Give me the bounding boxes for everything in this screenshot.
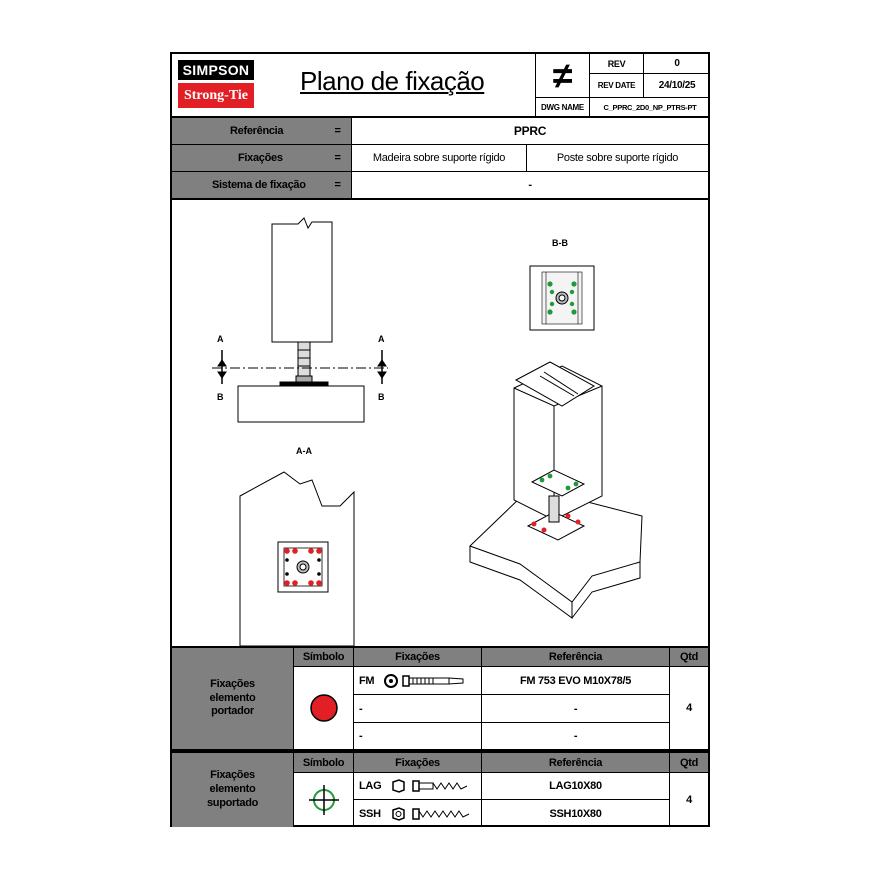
qtd-header: Qtd xyxy=(670,646,708,667)
referencia-header: Referência xyxy=(482,646,670,667)
rev-date-label: REV DATE xyxy=(590,74,644,98)
fixacao-row: LAG xyxy=(354,773,482,800)
section-marker-b-right: B xyxy=(378,392,385,402)
fixacao-code: FM xyxy=(359,674,375,687)
dwg-name-label: DWG NAME xyxy=(535,98,590,116)
brand-line2: Strong-Tie xyxy=(178,83,254,108)
qtd-value: 4 xyxy=(686,794,692,806)
fixacoes-value-1: Madeira sobre suporte rígido xyxy=(352,145,527,172)
portador-symbol-cell xyxy=(294,667,354,751)
section-marker-a-left: A xyxy=(217,334,224,344)
red-circle-icon xyxy=(309,694,338,722)
fixacao-row: - xyxy=(354,695,482,723)
suportado-group-label: Fixações elemento suportado xyxy=(172,751,294,827)
fixacoes-label: Fixações xyxy=(172,145,324,172)
view-label-aa: A-A xyxy=(296,446,312,456)
simbolo-header: Símbolo xyxy=(294,646,354,667)
rev-label: REV xyxy=(590,54,644,74)
rev-value: 0 xyxy=(644,54,710,74)
referencia-cell: - xyxy=(482,723,670,751)
referencia-cell: FM 753 EVO M10X78/5 xyxy=(482,667,670,695)
section-marker-b-left: B xyxy=(217,392,224,402)
portador-group-label: Fixações elemento portador xyxy=(172,646,294,751)
green-crosshair-icon xyxy=(308,785,339,815)
referencia-cell: - xyxy=(482,695,670,723)
equals-sign: = xyxy=(324,145,352,172)
fixacao-row: SSH xyxy=(354,800,482,827)
sistema-value: - xyxy=(352,172,708,200)
view-label-bb: B-B xyxy=(552,238,568,248)
simbolo-header: Símbolo xyxy=(294,751,354,773)
equals-sign: = xyxy=(324,172,352,200)
isometric-view xyxy=(469,361,643,619)
section-marker-a-right: A xyxy=(378,334,385,344)
suportado-symbol-cell xyxy=(294,773,354,827)
dwg-name-value: C_PPRC_2D0_NP_PTRS-PT xyxy=(603,102,697,112)
green-anchor-dots xyxy=(539,281,579,491)
not-equal-symbol-cell: ≠ xyxy=(535,54,590,98)
fixacao-row: - xyxy=(354,723,482,751)
referencia-cell: SSH10X80 xyxy=(482,800,670,827)
red-anchor-dots xyxy=(284,513,581,586)
lag-screw-icon xyxy=(392,779,468,793)
page-title: Plano de fixação xyxy=(300,66,485,96)
fixacoes-value-2: Poste sobre suporte rígido xyxy=(527,145,708,172)
brand-line1: SIMPSON xyxy=(178,60,254,80)
referencia-value: PPRC xyxy=(352,118,708,145)
qtd-header: Qtd xyxy=(670,751,708,773)
fixacao-code: SSH xyxy=(359,807,381,820)
ssh-screw-icon xyxy=(392,806,470,821)
sistema-label: Sistema de fixação xyxy=(172,172,324,200)
qtd-value: 4 xyxy=(670,667,708,751)
brand-logo: SIMPSON Strong-Tie xyxy=(178,60,254,110)
fixacao-code: LAG xyxy=(359,780,382,792)
section-bb-view xyxy=(529,265,595,331)
equals-sign: = xyxy=(324,118,352,145)
divider xyxy=(172,116,708,118)
referencia-label: Referência xyxy=(172,118,324,145)
fixacao-row: FM xyxy=(354,667,482,695)
fixacoes-header: Fixações xyxy=(354,751,482,773)
fixacoes-header: Fixações xyxy=(354,646,482,667)
referencia-header: Referência xyxy=(482,751,670,773)
anchor-bolt-icon xyxy=(384,673,464,688)
rev-date-value: 24/10/25 xyxy=(644,74,710,98)
referencia-cell: LAG10X80 xyxy=(482,773,670,800)
not-equal-icon: ≠ xyxy=(552,54,573,96)
technical-drawing: A A B B B-B A-A xyxy=(212,217,643,646)
elevation-view xyxy=(212,217,388,423)
drawing-sheet: SIMPSON Strong-Tie Plano de fixação ≠ DW… xyxy=(170,52,710,827)
section-aa-view xyxy=(239,471,355,646)
